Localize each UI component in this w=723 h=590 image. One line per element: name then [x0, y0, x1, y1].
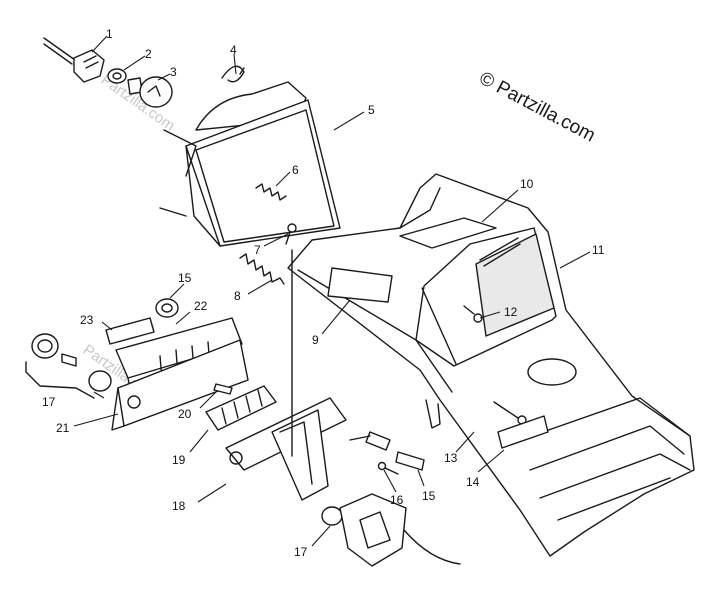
- callout-14: 14: [466, 475, 480, 489]
- part-grommet-15-upper: [155, 298, 179, 318]
- callout-19: 19: [172, 453, 186, 467]
- callout-17-lower: 17: [294, 545, 308, 559]
- callout-9: 9: [312, 333, 319, 347]
- part-connector-1: [43, 37, 105, 83]
- callout-1: 1: [106, 27, 113, 41]
- callout-10: 10: [520, 177, 534, 191]
- callout-5: 5: [368, 103, 375, 117]
- callout-3: 3: [170, 65, 177, 79]
- part-bracket-22: [115, 317, 243, 401]
- leader-lines: [73, 35, 591, 547]
- watermark-text: © Partzilla.com: [476, 68, 599, 147]
- callout-16: 16: [390, 493, 404, 507]
- callout-17-left: 17: [42, 395, 56, 409]
- callout-21: 21: [56, 421, 70, 435]
- part-decal-14: [497, 415, 549, 449]
- callout-15-lower: 15: [422, 489, 436, 503]
- callout-4: 4: [230, 43, 237, 57]
- callout-11: 11: [592, 243, 605, 257]
- part-label-23: [105, 317, 155, 345]
- part-plate-21: [111, 339, 249, 431]
- callout-8: 8: [234, 289, 241, 303]
- part-bracket-18: [225, 397, 347, 501]
- part-key-switch-17-left: [25, 333, 112, 399]
- part-screw-7: [285, 223, 297, 245]
- part-screw-12: [463, 305, 483, 323]
- callout-20: 20: [178, 407, 192, 421]
- callout-18: 18: [172, 499, 186, 513]
- callout-2: 2: [145, 47, 152, 61]
- callout-labels: 1 2 3 4 5 6 7 8 9 10 11 12 13 14 15 15 1…: [42, 27, 605, 559]
- part-spring-8: [239, 253, 285, 285]
- part-headlight-5: [159, 81, 341, 247]
- callout-15-upper: 15: [178, 271, 192, 285]
- part-spring-6: [255, 183, 287, 201]
- callout-6: 6: [292, 163, 299, 177]
- part-bulb-3: [127, 76, 173, 108]
- part-hood-11: [287, 173, 695, 557]
- callout-12: 12: [504, 305, 518, 319]
- part-decal-10: [399, 217, 497, 249]
- part-clip-4: [221, 65, 245, 83]
- callout-13: 13: [444, 451, 458, 465]
- part-socket-2: [107, 68, 127, 84]
- callout-7: 7: [254, 243, 261, 257]
- callout-22: 22: [194, 299, 208, 313]
- part-label-9: [327, 267, 393, 303]
- part-switch-19: [205, 385, 277, 431]
- part-ignition-switch-17-lower: [321, 493, 461, 567]
- part-screw-16: [377, 461, 399, 475]
- callout-23: 23: [80, 313, 94, 327]
- part-connector-15-lower: [349, 431, 425, 471]
- part-pin-20: [213, 383, 233, 395]
